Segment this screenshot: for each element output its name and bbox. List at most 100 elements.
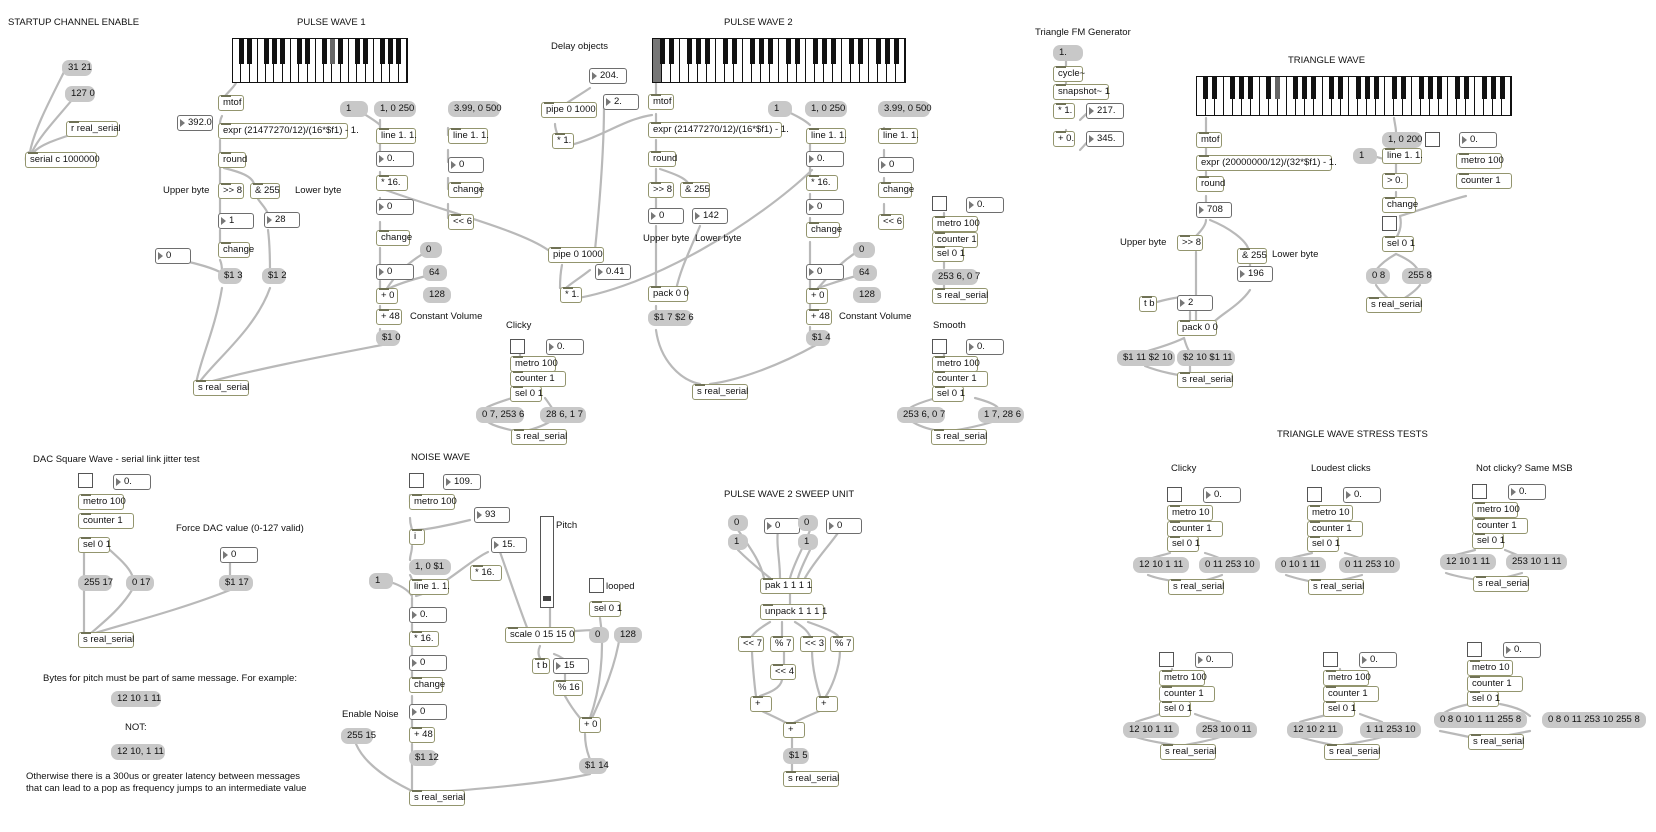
number-stress-notclicky[interactable]: 0.	[1508, 484, 1546, 500]
message-out-3[interactable]: $1 4	[806, 330, 831, 346]
number-217[interactable]: 217.	[1086, 103, 1124, 119]
piano-black-key[interactable]	[296, 39, 302, 65]
object-round[interactable]: round	[218, 152, 247, 168]
object-send-clicky[interactable]: s real_serial	[511, 429, 567, 445]
number-vol-2[interactable]: 0	[806, 264, 844, 280]
object-counter-tri[interactable]: counter 1	[1456, 173, 1512, 189]
piano-black-key[interactable]	[794, 39, 800, 65]
number-int[interactable]: 0	[376, 199, 414, 215]
object-counter-stress-row2-3[interactable]: counter 1	[1467, 676, 1523, 692]
number-vol[interactable]: 0	[376, 264, 414, 280]
slider-pitch[interactable]	[540, 516, 554, 608]
toggle-noise[interactable]	[409, 473, 424, 488]
object-and-tri[interactable]: & 255	[1237, 248, 1267, 264]
message-0-noise[interactable]: 0	[589, 627, 609, 643]
message-127-0[interactable]: 127 0	[65, 86, 95, 102]
message-smooth-1[interactable]: 253 6, 0 7	[897, 407, 945, 423]
message-high[interactable]: $1 3	[218, 268, 243, 284]
message-clicky-2[interactable]: 28 6, 1 7	[540, 407, 586, 423]
message-stress-a-row2-3[interactable]: 0 8 0 10 1 11 255 8	[1434, 712, 1528, 728]
piano-black-key[interactable]	[1490, 77, 1496, 100]
number-force-dac[interactable]: 0	[220, 547, 258, 563]
number-smooth[interactable]: 0.	[966, 339, 1004, 355]
piano-white-key[interactable]	[770, 39, 779, 82]
object-send-smooth[interactable]: s real_serial	[931, 429, 987, 445]
number-sweep-0b[interactable]: 0	[826, 518, 862, 534]
piano-white-key[interactable]	[1251, 77, 1260, 115]
object-mtof[interactable]: mtof	[218, 95, 244, 111]
number-freq[interactable]: 392.0	[177, 115, 213, 131]
number-93[interactable]: 93	[474, 507, 510, 523]
object-shift-left-6[interactable]: << 6	[448, 214, 474, 230]
message-stress-a-row2-1[interactable]: 12 10 1 11	[1123, 722, 1180, 738]
message-sweep-out[interactable]: $1 5	[783, 748, 809, 764]
message-one[interactable]: 1	[340, 101, 368, 117]
piano-black-key[interactable]	[1391, 77, 1397, 100]
number-line-2[interactable]: 0.	[806, 151, 844, 167]
object-gt-tri[interactable]: > 0.	[1382, 173, 1408, 189]
piano-black-key[interactable]	[848, 39, 854, 65]
piano-black-key[interactable]	[1230, 77, 1236, 100]
object-and-255[interactable]: & 255	[250, 183, 280, 199]
toggle-looped[interactable]	[589, 578, 604, 593]
object-send-st[interactable]: s real_serial	[932, 288, 988, 304]
object-sel-clicky[interactable]: sel 0 1	[510, 386, 543, 402]
object-mod-7a[interactable]: % 7	[770, 636, 794, 652]
object-plus-48[interactable]: + 48	[376, 309, 402, 325]
piano-white-key[interactable]	[1439, 77, 1449, 115]
piano-black-key[interactable]	[1203, 77, 1209, 100]
object-send-sweep[interactable]: s real_serial	[783, 771, 839, 787]
object-pack[interactable]: pack 0 0	[648, 286, 689, 302]
message-zero[interactable]: 0	[420, 242, 442, 258]
object-send-1[interactable]: s real_serial	[193, 380, 249, 396]
object-unpack[interactable]: unpack 1 1 1 1	[760, 604, 827, 620]
toggle-dac[interactable]	[78, 473, 93, 488]
toggle-stress-row2-2[interactable]	[1323, 652, 1338, 667]
piano-white-key[interactable]	[1341, 77, 1350, 115]
piano-white-key[interactable]	[283, 39, 291, 82]
object-send-2[interactable]: s real_serial	[692, 384, 748, 400]
piano-black-key[interactable]	[1454, 77, 1460, 100]
message-sweep-0a[interactable]: 0	[728, 515, 748, 531]
message-128-2[interactable]: 128	[853, 287, 881, 303]
piano-black-key[interactable]	[238, 39, 244, 65]
piano-keyboard-pulse1[interactable]	[232, 38, 408, 83]
object-plus-48-2[interactable]: + 48	[806, 309, 832, 325]
message-64[interactable]: 64	[423, 265, 447, 281]
piano-black-key[interactable]	[1239, 77, 1245, 100]
object-send-stress-row2-2[interactable]: s real_serial	[1324, 744, 1380, 760]
piano-black-key[interactable]	[1355, 77, 1361, 100]
message-0-8[interactable]: 0 8	[1366, 268, 1390, 284]
object-plus-0-2[interactable]: + 0	[806, 288, 828, 304]
message-ramp-2[interactable]: 3.99, 0 500	[448, 101, 502, 117]
message-st[interactable]: 253 6, 0 7	[932, 269, 980, 285]
object-mul-1[interactable]: * 1.	[552, 133, 574, 149]
message-128[interactable]: 128	[423, 287, 451, 303]
message-tri-2[interactable]: $2 10 $1 11	[1177, 350, 1235, 366]
object-metro-noise[interactable]: metro 100	[409, 494, 457, 510]
number-708[interactable]: 708	[1196, 202, 1232, 218]
piano-white-key[interactable]	[1314, 77, 1323, 115]
number-tri[interactable]: 0.	[1459, 132, 1497, 148]
message-255-8[interactable]: 255 8	[1402, 268, 1432, 284]
piano-black-key[interactable]	[1364, 77, 1370, 100]
object-snapshot[interactable]: snapshot~ 1	[1053, 84, 1110, 100]
number-line[interactable]: 0.	[376, 151, 414, 167]
message-ramp[interactable]: 1, 0 250	[374, 101, 416, 117]
object-expr[interactable]: expr (21477270/12)/(16*$f1) - 1.	[218, 123, 359, 139]
message-example-1[interactable]: 12 10 1 11	[111, 691, 161, 707]
message-clicky-1[interactable]: 0 7, 253 6	[476, 407, 524, 423]
object-plus-a[interactable]: +	[750, 696, 772, 712]
number-int-2[interactable]: 0	[806, 199, 844, 215]
number-stress-loudest[interactable]: 0.	[1343, 487, 1381, 503]
piano-black-key[interactable]	[1311, 77, 1317, 100]
number-zero[interactable]: 0	[155, 248, 191, 264]
number-2-tri[interactable]: 2	[1177, 295, 1213, 311]
object-mtof-2[interactable]: mtof	[648, 94, 674, 110]
piano-black-key[interactable]	[1302, 77, 1308, 100]
object-send-stress-row2-1[interactable]: s real_serial	[1160, 744, 1216, 760]
object-sel-stress-row2-3[interactable]: sel 0 1	[1467, 691, 1500, 707]
message-out-2[interactable]: $1 7 $2 6	[648, 310, 694, 326]
message-one-tri[interactable]: 1	[1353, 148, 1377, 164]
object-plus-0-noise[interactable]: + 0	[579, 717, 601, 733]
